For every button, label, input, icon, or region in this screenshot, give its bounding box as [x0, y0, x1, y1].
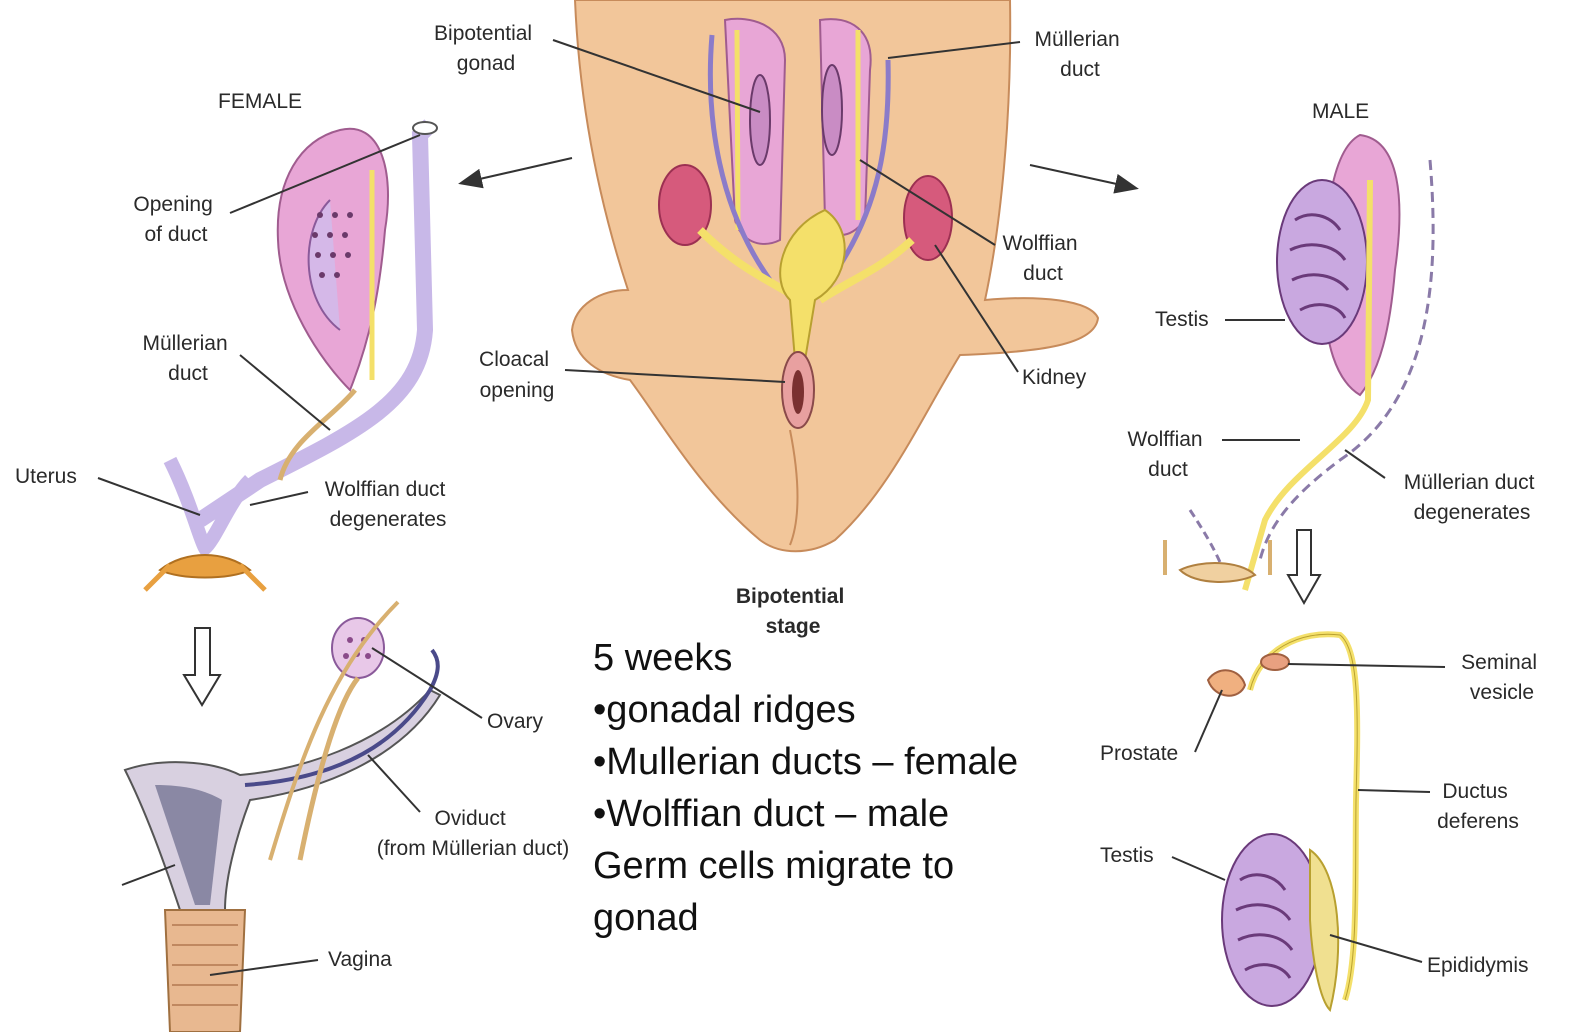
male-early-illustration — [1165, 135, 1433, 590]
bipotential-embryo-illustration — [572, 0, 1098, 551]
epididymis-shape — [1310, 850, 1338, 1010]
label-wolffian-duct-right: Wolffian duct — [1128, 428, 1209, 481]
label-cloacal-opening: Cloacal opening — [479, 348, 555, 402]
label-ductus-deferens: Ductus deferens — [1437, 780, 1519, 833]
label-bipotential-gonad: Bipotential gonad — [434, 22, 538, 75]
male-testis-early — [1277, 180, 1367, 344]
note-line: •Mullerian ducts – female — [593, 736, 1093, 788]
seminal-vesicle-shape — [1261, 654, 1289, 670]
label-epididymis: Epididymis — [1427, 954, 1529, 977]
male-down-arrow — [1288, 530, 1320, 603]
female-adult-illustration — [125, 602, 440, 1032]
label-vagina: Vagina — [328, 948, 392, 971]
note-line: gonad — [593, 892, 1093, 944]
label-mullerian-duct-top: Müllerian duct — [1034, 28, 1125, 81]
label-bipotential-stage: Bipotential stage — [736, 585, 850, 638]
label-mullerian-degenerates: Müllerian duct degenerates — [1404, 471, 1541, 524]
arrow-to-female — [462, 158, 572, 183]
label-opening-of-duct: Opening of duct — [133, 193, 218, 246]
label-mullerian-duct-left: Müllerian duct — [142, 332, 233, 385]
female-sinus-base — [160, 555, 250, 578]
label-kidney: Kidney — [1022, 366, 1087, 389]
label-wolffian-duct-center: Wolffian duct — [1003, 232, 1084, 285]
note-line: •Wolffian duct – male — [593, 788, 1093, 840]
label-male: MALE — [1312, 100, 1369, 123]
note-line: Germ cells migrate to — [593, 840, 1093, 892]
label-female: FEMALE — [218, 90, 302, 113]
male-sinus-base — [1180, 563, 1255, 582]
note-line: 5 weeks — [593, 632, 1093, 684]
right-kidney — [904, 176, 952, 260]
prostate-shape — [1208, 670, 1245, 695]
label-testis-bottom: Testis — [1100, 844, 1154, 867]
label-seminal-vesicle: Seminal vesicle — [1461, 651, 1543, 704]
male-adult-illustration — [1208, 634, 1357, 1010]
stage-notes: 5 weeks •gonadal ridges •Mullerian ducts… — [593, 632, 1093, 944]
label-testis-top: Testis — [1155, 308, 1209, 331]
label-wolffian-degenerates: Wolffian duct degenerates — [325, 478, 451, 531]
testis-shape — [1222, 834, 1322, 1006]
label-oviduct: Oviduct (from Müllerian duct) — [377, 807, 570, 860]
label-prostate: Prostate — [1100, 742, 1178, 765]
arrow-to-male — [1030, 165, 1135, 188]
label-ovary: Ovary — [487, 710, 544, 733]
female-down-arrow — [184, 628, 220, 705]
label-uterus: Uterus — [15, 465, 77, 488]
note-line: •gonadal ridges — [593, 684, 1093, 736]
